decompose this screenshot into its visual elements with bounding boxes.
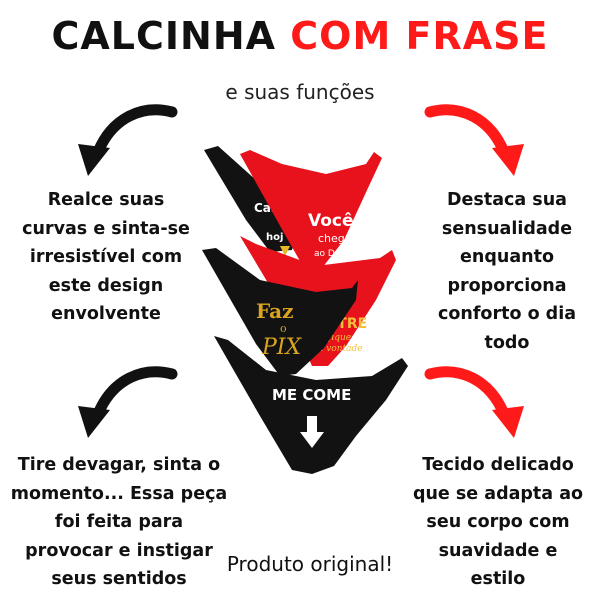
feature-top-right: Destaca sua sensualidade enquanto propor… xyxy=(437,190,577,353)
print-red-middle-2: e fique xyxy=(320,333,351,343)
print-black-front-1: ME COME xyxy=(272,386,351,404)
footer-note: Produto original! xyxy=(226,552,394,576)
print-red-back-3: ao Destino xyxy=(314,249,363,259)
black-panty-front: ME COME xyxy=(214,336,408,474)
print-black-back-3: hoj xyxy=(266,232,283,243)
print-black-middle-3: PIX xyxy=(261,335,302,360)
feature-bottom-right: Tecido delicado que se adapta ao seu cor… xyxy=(412,455,584,589)
black-panty-middle: Faz o PIX xyxy=(202,248,358,376)
curved-arrow-black-icon xyxy=(78,366,178,438)
print-red-middle-3: à vontade xyxy=(318,343,363,354)
page-subtitle: e suas funções xyxy=(225,80,375,104)
curved-arrow-black-icon xyxy=(78,104,178,176)
title-red: COM FRASE xyxy=(290,14,549,58)
print-red-back-2: chegou xyxy=(318,232,358,245)
print-red-back-1: Você xyxy=(308,211,354,231)
curved-arrow-red-icon xyxy=(424,104,524,176)
feature-top-left: Realce suas curvas e sinta-se irresistív… xyxy=(22,190,190,324)
feature-bottom-left: Tire devagar, sinta o momento... Essa pe… xyxy=(10,455,228,589)
curved-arrow-red-icon xyxy=(424,366,524,438)
down-arrow-icon xyxy=(300,416,324,448)
title-black: CALCINHA xyxy=(51,14,277,58)
print-black-middle-2: o xyxy=(280,322,287,335)
down-arrow-icon xyxy=(280,246,290,256)
product-image: Car d hoj Você chegou ao Destino ENTRE e… xyxy=(202,146,408,474)
print-black-middle-1: Faz xyxy=(256,299,293,323)
page-title: CALCINHA COM FRASE xyxy=(0,14,600,58)
red-panty-back: Você chegou ao Destino xyxy=(240,150,382,268)
